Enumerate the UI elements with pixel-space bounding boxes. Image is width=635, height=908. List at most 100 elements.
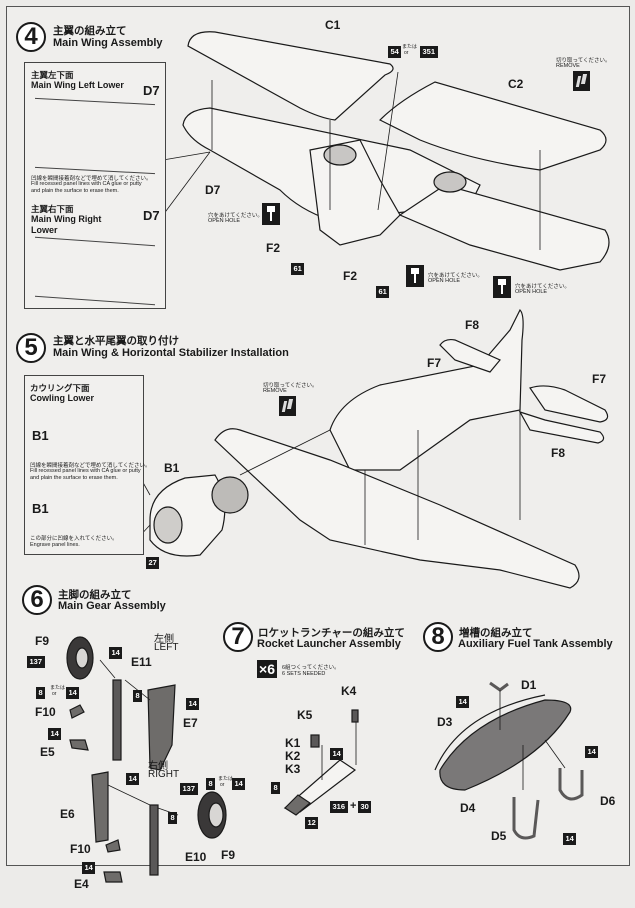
step-4-number: 4 [16,22,46,52]
inset-cowling-title-jp: カウリング下面 [30,383,90,393]
part-label-c2: C2 [508,77,524,91]
inset-right-title-en-2: Lower [31,225,58,235]
part-label-k5: K5 [297,708,313,722]
inset-main-wing-lower: 主翼左下面 Main Wing Left Lower D7 凹線を瞬間接着剤など… [24,62,166,309]
strut-left-drawing [112,679,122,761]
step-5-title-jp: 主翼と水平尾翼の取り付け [53,335,179,347]
paint-code-14: 14 [48,728,62,740]
paint-code-14: 14 [109,647,123,659]
open-hole-note-en: OPEN HOLE [208,218,241,224]
remove-icon [279,396,296,416]
open-hole-icon [262,203,280,225]
part-label-f2: F2 [266,241,281,255]
stabilizer-right-drawing [529,385,609,423]
plus-sign: + [350,800,357,812]
paint-code-8: 8 [168,812,178,824]
part-label-e4: E4 [74,877,89,891]
or-label-en: or [52,691,57,697]
part-label-e11: E11 [131,655,152,669]
remove-note-en: REMOVE [263,388,287,394]
paint-code-61: 61 [376,286,390,298]
part-label-f2: F2 [343,269,358,283]
part-label-c1: C1 [325,18,341,32]
step-6-title-en: Main Gear Assembly [58,600,166,612]
or-label-en: or [220,782,225,788]
part-label-f7: F7 [427,356,442,370]
inset-cowling-title-en: Cowling Lower [30,393,94,403]
paint-code-14: 14 [186,698,200,710]
inset-cowling-lower: カウリング下面 Cowling Lower B1 凹線を瞬間接着剤などで埋めて消… [24,375,151,555]
part-label-f8: F8 [465,318,480,332]
part-label-d5: D5 [491,829,507,843]
right-side-label-en: RIGHT [148,769,180,780]
part-label-d4: D4 [460,801,476,815]
or-label-jp: または [402,44,418,50]
strut-right-drawing [149,804,159,876]
engine-drawing [211,476,249,514]
step-5-title-en: Main Wing & Horizontal Stabilizer Instal… [53,347,289,359]
part-label-d7: D7 [205,183,221,197]
quantity-note-en: 6 SETS NEEDED [282,671,326,677]
engrave-note-en: Engrave panel lines. [30,542,80,548]
door-e7-drawing [147,684,176,771]
fill-note-en-1: Fill recessed panel lines with CA glue o… [31,181,142,187]
remove-note-en: REMOVE [556,63,580,69]
door-e6-drawing [91,771,109,843]
paint-code-61: 61 [291,263,305,275]
paint-code-14: 14 [456,696,470,708]
or-label-en: or [404,50,409,56]
wing-c1-drawing [187,31,394,121]
paint-code-14: 14 [232,778,246,790]
paint-code-14: 14 [126,773,140,785]
paint-code-14: 14 [82,862,96,874]
inset-left-title-jp: 主翼左下面 [31,70,74,80]
left-side-label-jp: 左側 [154,634,174,645]
right-side-label-jp: 右側 [148,761,168,772]
part-label-f8: F8 [551,446,566,460]
fill-note-en-2: and plain the surface to erase them. [31,188,119,194]
part-label-b1: B1 [164,461,180,475]
part-label-f9: F9 [221,848,236,862]
open-hole-note-jp: 穴をあけてください。 [515,284,570,290]
paint-code-351: 351 [420,46,438,58]
paint-code-14: 14 [563,833,577,845]
part-label-d7-right: D7 [143,208,160,223]
paint-code-27: 27 [146,557,160,569]
step-8-number: 8 [423,622,453,652]
remove-note-jp: 切り取ってください。 [556,58,611,64]
step-7-title-en: Rocket Launcher Assembly [257,638,401,650]
or-label-jp: または [218,776,234,782]
paint-code-8: 8 [271,782,281,794]
part-label-f7: F7 [592,372,607,386]
inset-left-title-en: Main Wing Left Lower [31,80,124,90]
part-label-b1: B1 [32,501,49,516]
paint-code-12: 12 [305,817,319,829]
step-5-number: 5 [16,333,46,363]
part-label-k3: K3 [285,762,301,776]
inset-right-title-en-1: Main Wing Right [31,214,102,224]
part-label-e7: E7 [183,716,198,730]
part-label-d7-left: D7 [143,83,160,98]
fill-note-en-2: and plain the surface to erase them. [30,475,118,481]
open-hole-icon [493,276,511,298]
part-label-d1: D1 [521,678,537,692]
brace-d6-drawing [558,768,584,801]
paint-code-14: 14 [330,748,344,760]
paint-code-54: 54 [388,46,402,58]
part-label-b1: B1 [32,428,49,443]
paint-code-14: 14 [66,687,80,699]
step-8-title-jp: 増槽の組み立て [459,627,533,639]
wing-left-lower-sketch [35,97,155,175]
part-label-f10: F10 [35,705,56,719]
or-label-jp: または [50,685,66,691]
open-hole-note-jp: 穴をあけてください。 [208,213,263,219]
quantity-note-jp: 6組つくってください。 [282,665,340,671]
open-hole-icon [406,265,424,287]
step-8-title-en: Auxiliary Fuel Tank Assembly [458,638,613,650]
part-label-e5: E5 [40,745,55,759]
part-label-e6: E6 [60,807,75,821]
inset-right-title-jp: 主翼右下面 [31,204,74,214]
paint-code-137: 137 [180,783,198,795]
paint-code-137: 137 [27,656,45,668]
part-label-k2: K2 [285,749,301,763]
